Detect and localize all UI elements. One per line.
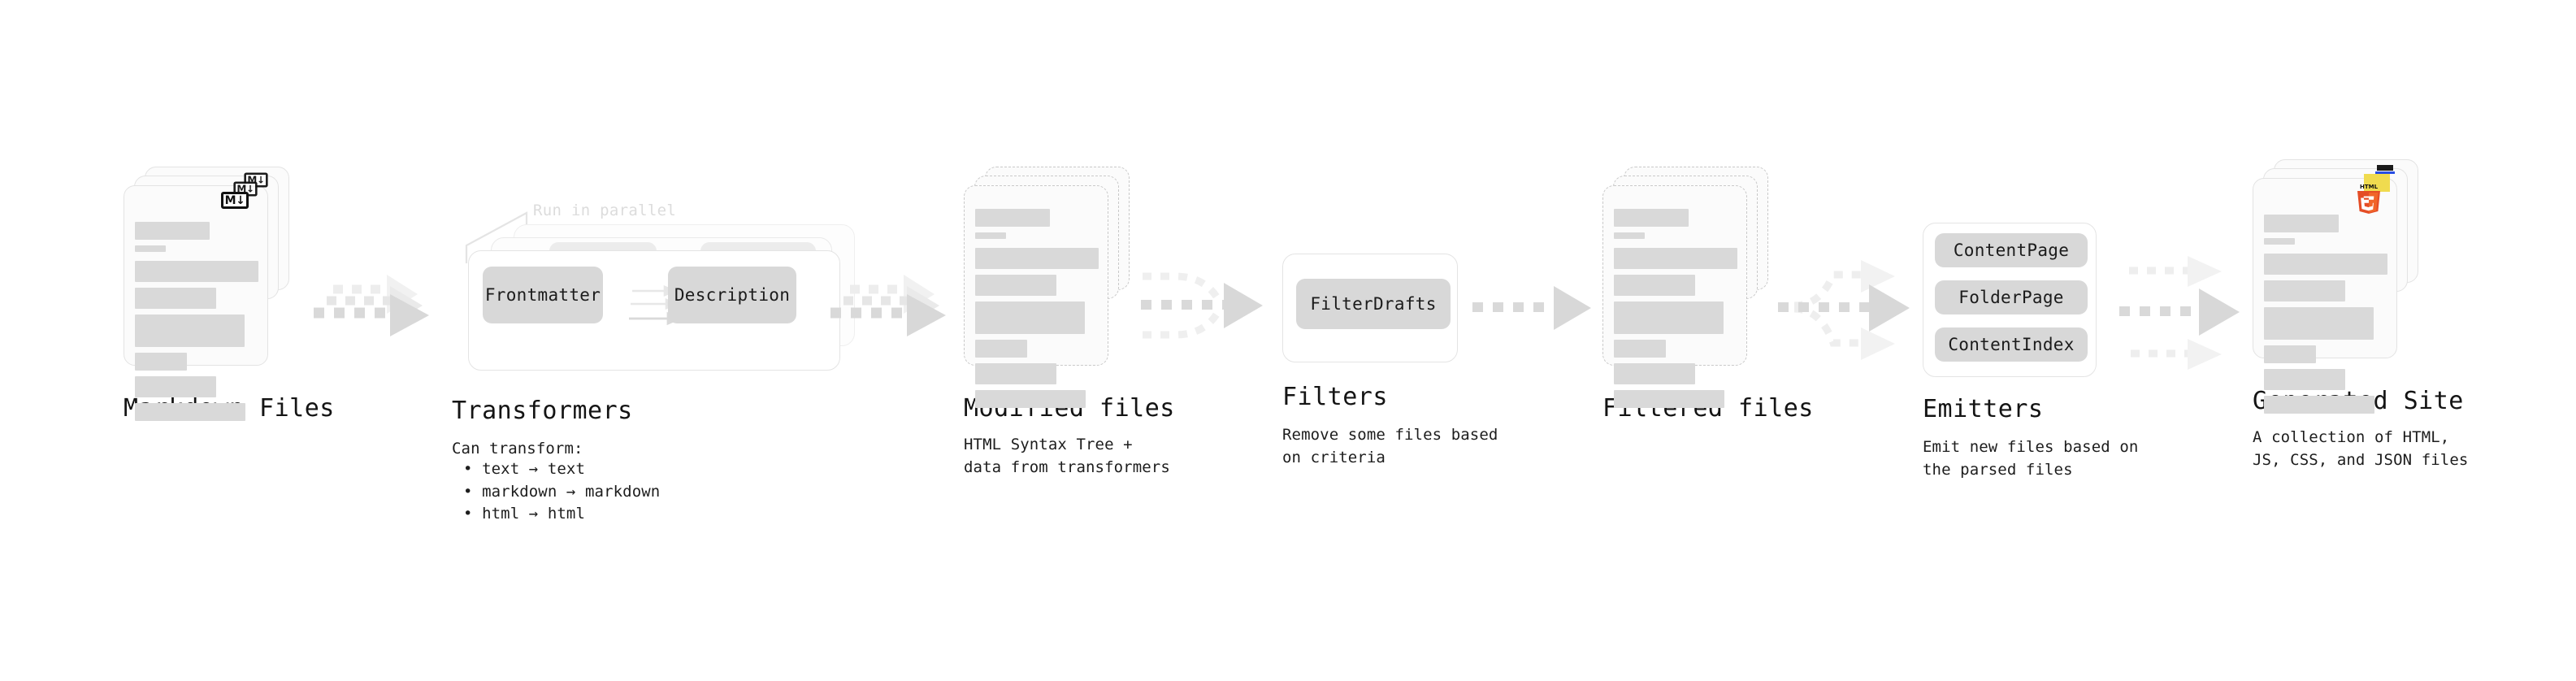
stage-subtitle-generated-site: A collection of HTML, JS, CSS, and JSON … (2253, 428, 2469, 469)
transformer-bullets: • text → text • markdown → markdown • ht… (463, 458, 660, 526)
doc-content-bar (135, 245, 166, 252)
doc-content-bar (1614, 340, 1666, 358)
doc-content-bar (2264, 238, 2295, 245)
stage-subtitle-filters: Remove some files based on criteria (1282, 426, 1498, 466)
emitters-group-box: ContentPage FolderPage ContentIndex (1923, 223, 2097, 377)
doc-content-bar (135, 222, 210, 240)
chip-folderpage[interactable]: FolderPage (1935, 280, 2088, 314)
doc-content-bar (2264, 345, 2316, 363)
doc-content-bar (1614, 390, 1724, 408)
filtered-doc-stack (1602, 167, 1773, 408)
doc-content-bar (2264, 369, 2345, 390)
bullet-text-to-text: • text → text (463, 460, 586, 478)
doc-content-bar (135, 314, 245, 347)
filters-group-box: FilterDrafts (1282, 254, 1458, 362)
connector-transformers-to-modified (830, 275, 946, 336)
doc-content-bar (1614, 301, 1724, 334)
connector-filters-to-filtered (1472, 286, 1591, 330)
doc-content-bar (975, 248, 1099, 269)
chip-contentindex[interactable]: ContentIndex (1935, 327, 2088, 362)
stage-title-transformers: Transformers (452, 397, 633, 425)
chip-filterdrafts[interactable]: FilterDrafts (1296, 279, 1451, 329)
stage-title-emitters: Emitters (1923, 395, 2044, 423)
markdown-icon: M↓ (221, 192, 249, 209)
markdown-doc-stack: M↓ M↓ M↓ (124, 167, 294, 421)
chip-description[interactable]: Description (668, 267, 796, 323)
doc-content-bar (975, 340, 1027, 358)
doc-content-bars (975, 209, 1099, 408)
css3-icon (2373, 163, 2397, 174)
doc-card-front (964, 185, 1108, 408)
doc-content-bar (975, 301, 1085, 334)
doc-content-bar (1614, 232, 1645, 239)
doc-content-bars (135, 222, 258, 421)
doc-content-bar (975, 390, 1086, 408)
doc-content-bar (135, 353, 187, 371)
stage-subtitle-modified-files: HTML Syntax Tree + data from transformer… (964, 436, 1170, 476)
js-icon (2364, 174, 2390, 192)
doc-content-bar (135, 288, 216, 309)
doc-content-bar (2264, 280, 2345, 301)
doc-content-bar (975, 209, 1050, 227)
doc-content-bar (135, 403, 245, 421)
doc-card-front (1602, 185, 1747, 408)
stage-filtered-files: Filtered files (1602, 167, 1814, 423)
doc-card-front (2253, 178, 2397, 414)
connector-filtered-to-emitters (1778, 260, 1910, 360)
doc-content-bar (2264, 254, 2387, 275)
doc-content-bar (975, 232, 1006, 239)
bullet-html-to-html: • html → html (463, 505, 586, 523)
stage-generated-site: HTML Generated Site A collection of HTML… (2253, 159, 2468, 471)
chip-frontmatter[interactable]: Frontmatter (483, 267, 603, 323)
svg-text:HTML: HTML (2360, 184, 2379, 190)
connector-modified-to-filters (1141, 272, 1263, 339)
chip-contentpage[interactable]: ContentPage (1935, 233, 2088, 267)
run-in-parallel-bracket (465, 211, 528, 263)
stage-title-filters: Filters (1282, 383, 1388, 411)
stage-transformers: Run in parallel Frontmatter Description … (452, 192, 874, 523)
stage-subtitle-transformers: Can transform: (452, 440, 583, 458)
doc-content-bar (975, 275, 1056, 296)
stage-emitters: ContentPage FolderPage ContentIndex Emit… (1923, 223, 2138, 481)
doc-content-bar (1614, 248, 1737, 269)
doc-content-bar (2264, 307, 2374, 340)
doc-content-bars (2264, 215, 2387, 414)
doc-content-bar (1614, 209, 1689, 227)
connector-md-to-transformers (314, 275, 429, 336)
connector-emitters-to-site (2119, 256, 2240, 370)
html5-icon: HTML (2355, 182, 2383, 215)
doc-content-bars (1614, 209, 1737, 408)
doc-content-bar (1614, 363, 1695, 384)
bullet-markdown-to-markdown: • markdown → markdown (463, 482, 661, 501)
doc-content-bar (135, 261, 258, 282)
doc-content-bar (975, 363, 1056, 384)
stage-filters: FilterDrafts Filters Remove some files b… (1282, 254, 1498, 469)
generated-doc-stack: HTML (2253, 159, 2423, 414)
modified-doc-stack (964, 167, 1134, 408)
run-in-parallel-label: Run in parallel (533, 202, 677, 219)
stage-modified-files: Modified files HTML Syntax Tree + data f… (964, 167, 1175, 479)
doc-content-bar (2264, 396, 2374, 414)
doc-card-front (124, 185, 268, 421)
doc-content-bar (1614, 275, 1695, 296)
doc-content-bar (135, 376, 216, 397)
doc-content-bar (2264, 215, 2339, 232)
stage-subtitle-emitters: Emit new files based on the parsed files (1923, 438, 2139, 479)
stage-markdown-files: M↓ M↓ M↓ Markdown Files (124, 167, 335, 423)
